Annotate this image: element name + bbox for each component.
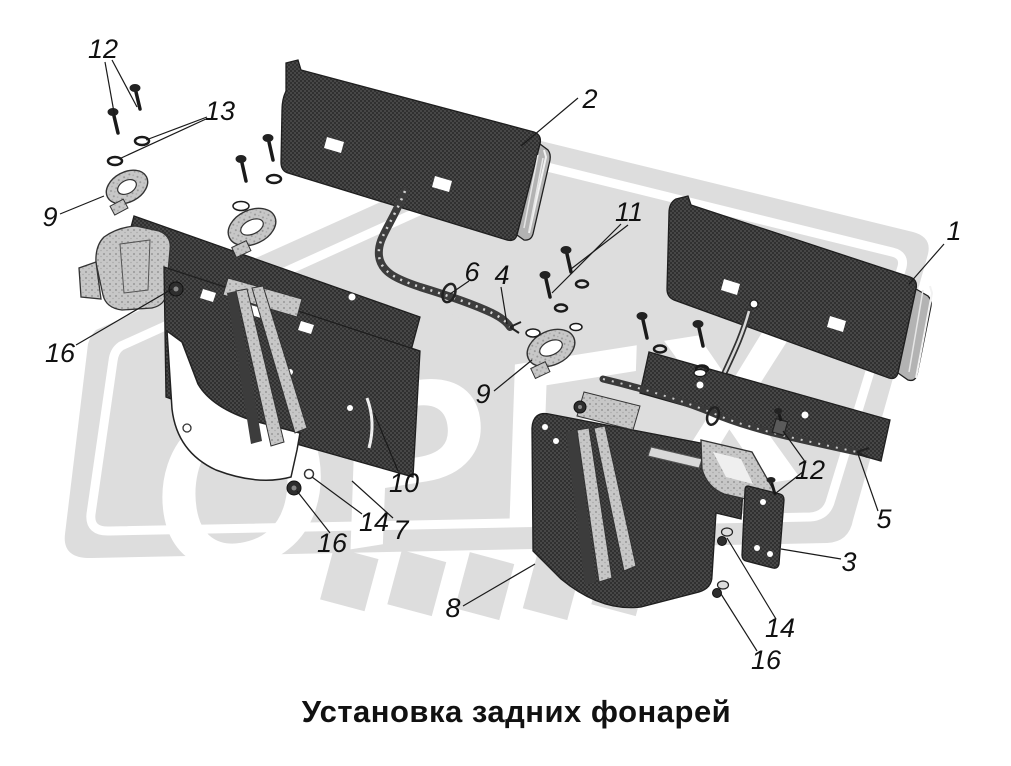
bolt-14-right [717, 527, 734, 546]
left-lamp-bracket-assembly [78, 215, 421, 481]
leader-line [726, 537, 777, 620]
harness-strap [235, 288, 285, 447]
hole-14-left [303, 468, 315, 480]
callout-label: 2 [581, 84, 597, 114]
leader-line [118, 118, 207, 160]
lamp-2-wiring-cable [374, 187, 522, 334]
leader-line [59, 195, 105, 215]
leader-line [351, 480, 394, 519]
callout-label: 6 [464, 257, 480, 287]
leader-line [373, 412, 399, 472]
tail-lamp-1 [666, 195, 934, 388]
leader-line [908, 243, 945, 285]
harness-strap [593, 425, 637, 572]
leader-line [500, 286, 508, 325]
leader-line [296, 490, 331, 534]
cable-clamp-6 [441, 282, 457, 304]
leader-line [75, 288, 173, 346]
lamp-clamp-9-center [526, 328, 576, 380]
leader-line [720, 593, 758, 652]
callout-label: 12 [795, 455, 825, 485]
callout-label: 1 [946, 216, 961, 246]
leader-line [551, 223, 622, 294]
nut-16-left [168, 281, 184, 297]
callout-label: 5 [876, 504, 892, 534]
callout-label: 4 [494, 260, 509, 290]
callout-label: 14 [359, 507, 389, 537]
plate-bracket-3 [741, 485, 785, 569]
callout-label: 16 [317, 528, 348, 558]
leader-line [145, 116, 208, 141]
callout-label: 7 [393, 515, 409, 545]
leader-line [311, 476, 363, 515]
callout-label: 10 [389, 468, 419, 498]
callout-label: 9 [475, 379, 490, 409]
lamp-clamp-9-far-left [105, 169, 149, 216]
lamp-2-lens-end [516, 142, 551, 241]
leader-line [782, 430, 807, 464]
leader-line [857, 453, 879, 512]
callout-label: 13 [205, 96, 235, 126]
tail-lamp-2 [280, 59, 551, 242]
callout-label: 3 [841, 547, 856, 577]
leader-line [520, 97, 579, 147]
nut-16-right [712, 580, 730, 598]
callout-label: 16 [751, 645, 782, 675]
harness-strap [227, 291, 262, 444]
leader-line [570, 224, 629, 270]
callout-label: 14 [765, 613, 795, 643]
leader-line [775, 470, 805, 494]
harness-strap [566, 430, 596, 585]
leader-line [449, 280, 470, 295]
callout-label: 16 [45, 338, 76, 368]
harness-strap [576, 427, 613, 583]
harness-strap [251, 285, 308, 434]
callout-label: 8 [445, 593, 460, 623]
leader-line [111, 59, 138, 108]
leader-line [462, 563, 536, 607]
leader-line [493, 359, 533, 392]
leader-line [104, 61, 118, 130]
cast-bracket-left [95, 225, 171, 311]
callout-label: 9 [42, 202, 57, 232]
figure-title: Установка задних фонарей [301, 694, 732, 729]
callout-label: 12 [88, 34, 118, 64]
lamp-clamp-9-left [227, 207, 277, 259]
leader-line [780, 548, 842, 560]
lamp-mount-bar-right [639, 351, 891, 462]
mudguard-apron-left [166, 329, 301, 481]
callout-label: 11 [615, 197, 643, 227]
center-lamp-bracket-assembly [531, 351, 891, 609]
